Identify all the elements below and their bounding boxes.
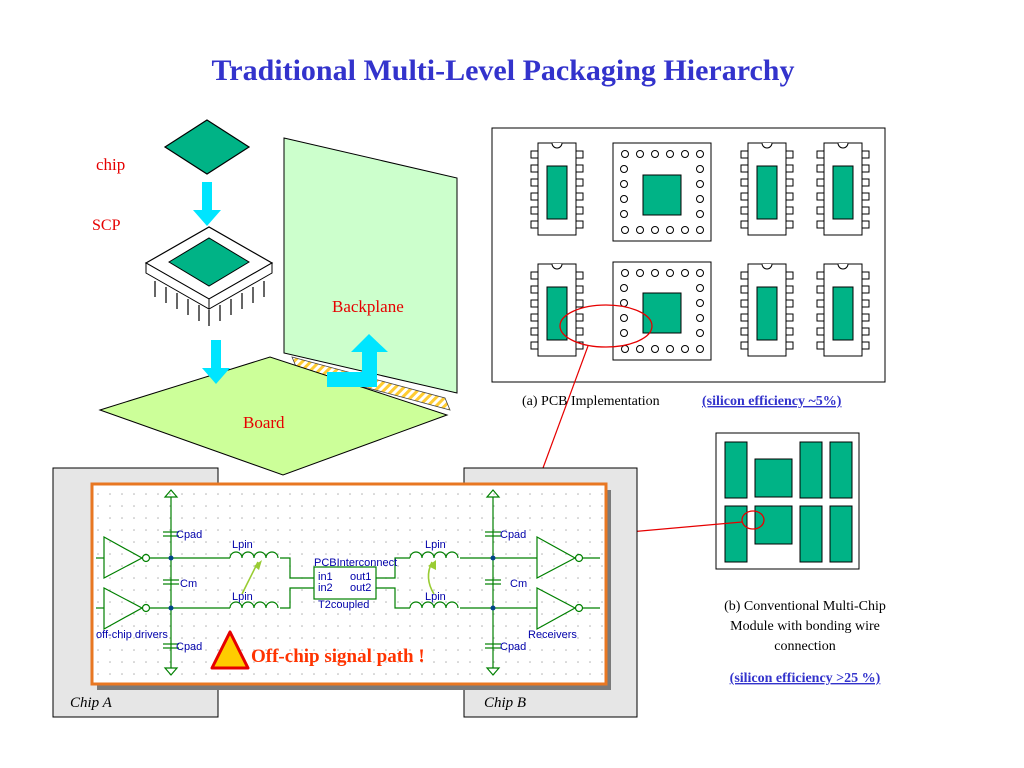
packaging-illustration: chip SCP Backplane Board bbox=[92, 119, 458, 476]
pcb-efficiency-link[interactable]: (silicon efficiency ~5%) bbox=[702, 394, 842, 409]
cpad-label: Cpad bbox=[500, 641, 526, 653]
out2-label: out2 bbox=[350, 582, 371, 594]
lpin-label: Lpin bbox=[425, 539, 446, 551]
mcm-efficiency-link[interactable]: (silicon efficiency >25 %) bbox=[730, 671, 881, 686]
cpad-label: Cpad bbox=[176, 641, 202, 653]
receivers-label: Receivers bbox=[528, 629, 577, 641]
pcb-interconnect-label: PCBInterconnect bbox=[314, 557, 397, 569]
dip-package-icon bbox=[816, 142, 870, 236]
chip-label: chip bbox=[96, 155, 125, 174]
lpin-label: Lpin bbox=[425, 591, 446, 603]
dip-packages bbox=[530, 142, 870, 357]
quad-packages bbox=[612, 142, 712, 361]
drivers-label: off-chip drivers bbox=[96, 629, 168, 641]
backplane-panel bbox=[283, 137, 458, 394]
scp-label: SCP bbox=[92, 217, 121, 234]
callout-line bbox=[542, 345, 589, 469]
cm-label: Cm bbox=[180, 578, 197, 590]
inductor-coil-icon bbox=[229, 601, 279, 609]
in1-label: in1 bbox=[318, 571, 333, 583]
dip-package-icon bbox=[740, 142, 794, 236]
dip-package-icon bbox=[530, 142, 584, 236]
cpad-label: Cpad bbox=[176, 529, 202, 541]
mcm-caption-line2: Module with bonding wire bbox=[730, 619, 880, 634]
dip-package-icon bbox=[530, 263, 584, 357]
t2coupled-label: T2coupled bbox=[318, 599, 369, 611]
board-label: Board bbox=[243, 413, 285, 432]
cpad-label: Cpad bbox=[500, 529, 526, 541]
chip-die-icon bbox=[163, 119, 251, 175]
arrow-up-icon bbox=[327, 334, 388, 387]
dip-package-icon bbox=[740, 263, 794, 357]
quad-package-icon bbox=[612, 261, 712, 361]
warning-icon bbox=[210, 630, 250, 670]
pcb-caption-prefix: (a) PCB Implementation bbox=[522, 394, 660, 409]
scp-package-icon bbox=[144, 226, 274, 326]
inductor-coil-icon bbox=[229, 551, 279, 559]
arrow-down-icon bbox=[202, 340, 230, 384]
mcm-caption-line3: connection bbox=[774, 639, 835, 654]
circuit-schematic: Cpad Cm Cpad Cpad Cm Cpad Lpin Lpin Lpin… bbox=[90, 482, 611, 690]
arrow-down-icon bbox=[193, 182, 221, 226]
inductor-coil-icon bbox=[409, 551, 459, 559]
chip-a-label: Chip A bbox=[70, 695, 113, 711]
chip-b-label: Chip B bbox=[484, 695, 526, 711]
quad-package-icon bbox=[612, 142, 712, 242]
mcm-highlight-ellipse bbox=[741, 510, 765, 530]
lpin-label: Lpin bbox=[232, 539, 253, 551]
mcm-module bbox=[606, 432, 860, 570]
in2-label: in2 bbox=[318, 582, 333, 594]
highlight-ellipse bbox=[559, 304, 653, 348]
lpin-label: Lpin bbox=[232, 591, 253, 603]
page-title: Traditional Multi-Level Packaging Hierar… bbox=[211, 54, 794, 87]
mcm-caption-line1: (b) Conventional Multi-Chip bbox=[724, 599, 886, 614]
pcb-implementation bbox=[491, 127, 886, 469]
warning-text: Off-chip signal path ! bbox=[251, 646, 425, 667]
inductor-coil-icon bbox=[409, 601, 459, 609]
cm-label: Cm bbox=[510, 578, 527, 590]
coupled-line-block bbox=[313, 566, 377, 600]
out1-label: out1 bbox=[350, 571, 371, 583]
dip-package-icon bbox=[816, 263, 870, 357]
backplane-label: Backplane bbox=[332, 297, 404, 316]
